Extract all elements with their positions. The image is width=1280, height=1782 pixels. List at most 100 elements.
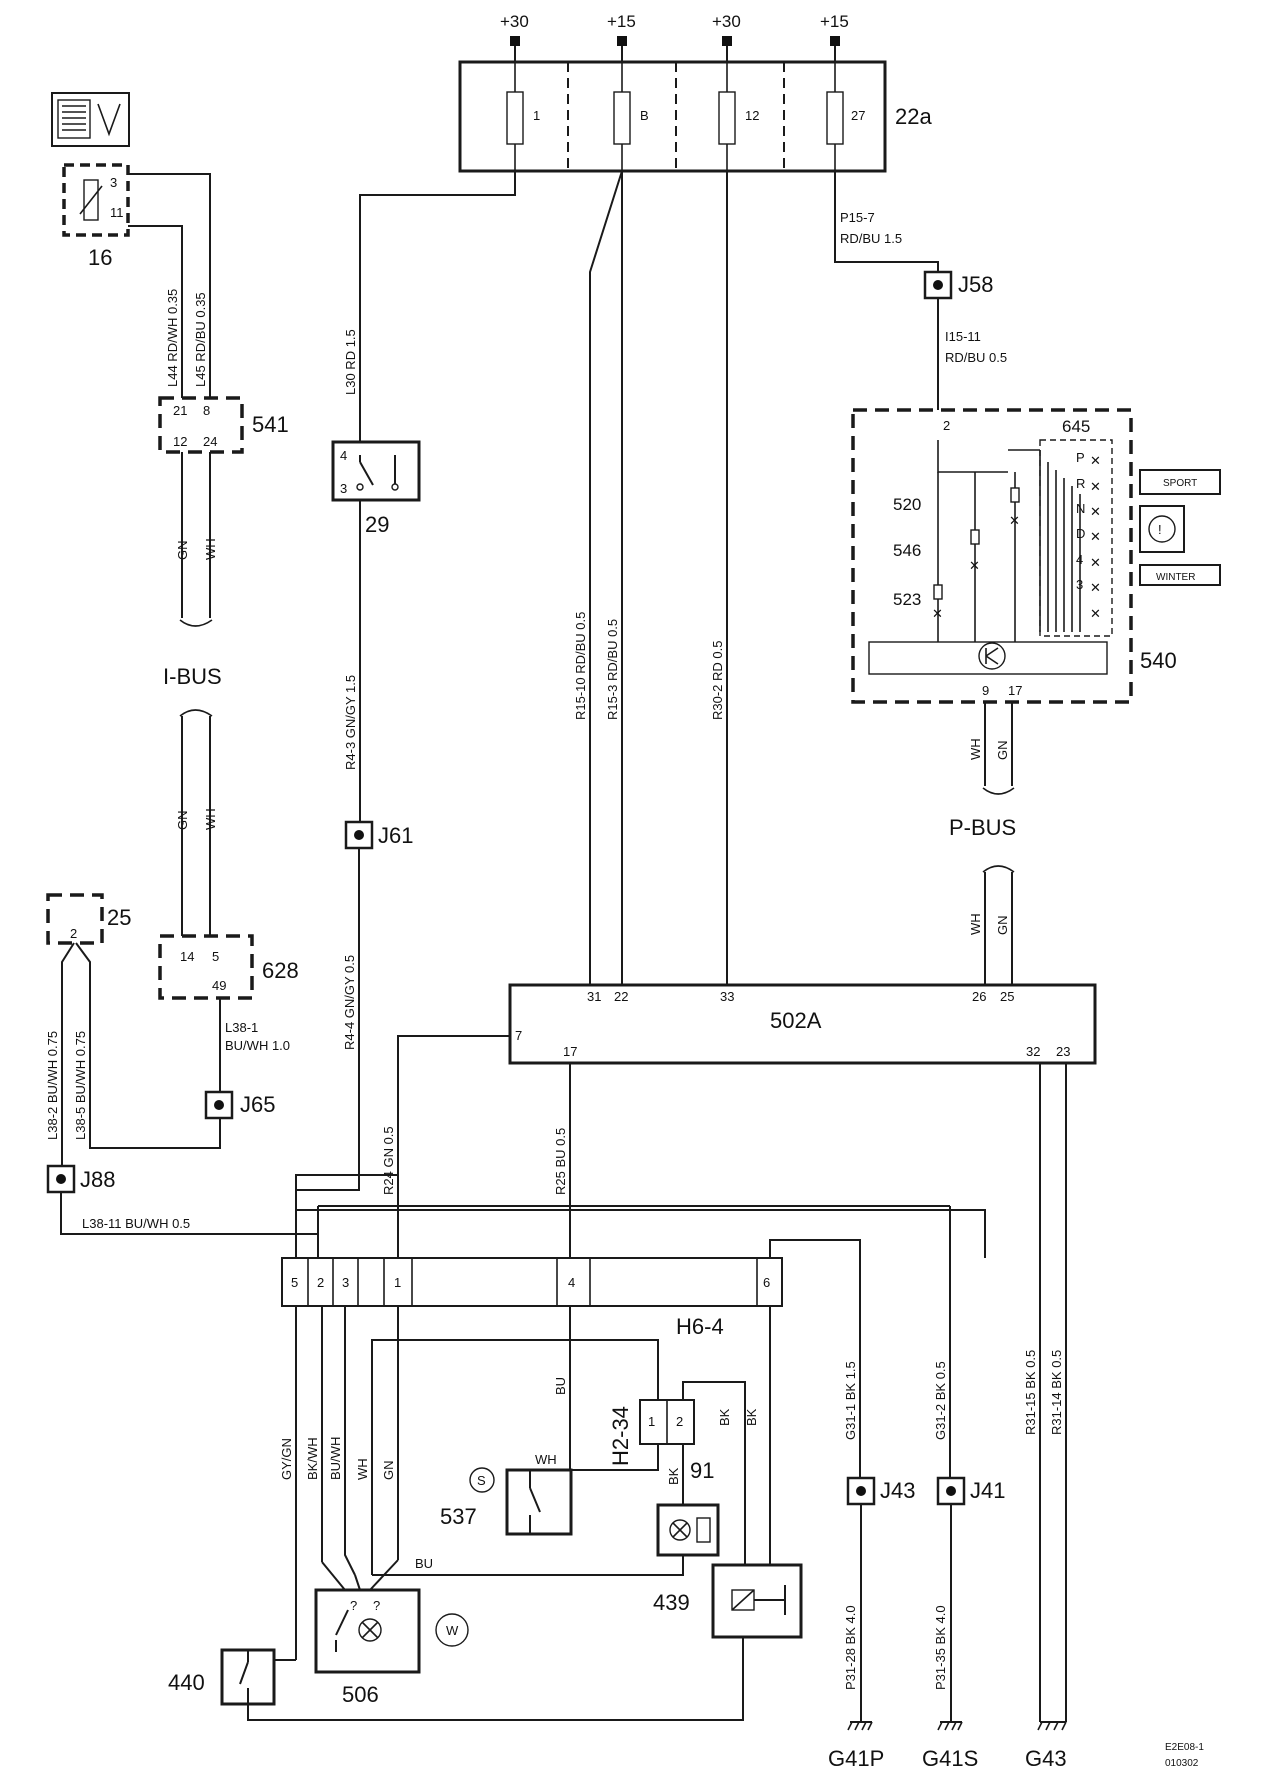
svg-text:25: 25 (1000, 989, 1014, 1004)
selector-icon (1139, 505, 1185, 553)
svg-text:WH: WH (968, 913, 983, 935)
supply-label: +30 (712, 12, 741, 31)
label-537: 537 (440, 1504, 477, 1529)
svg-text:RD/BU 0.5: RD/BU 0.5 (945, 350, 1007, 365)
svg-text:7: 7 (515, 1028, 522, 1043)
switch-29: 4 3 29 (331, 440, 421, 537)
svg-text:26: 26 (972, 989, 986, 1004)
svg-text:R4-4 GN/GY 0.5: R4-4 GN/GY 0.5 (342, 955, 357, 1050)
svg-text:J43: J43 (880, 1478, 915, 1503)
svg-text:J58: J58 (958, 272, 993, 297)
svg-text:J41: J41 (970, 1478, 1005, 1503)
svg-text:✕: ✕ (932, 606, 943, 621)
svg-text:S: S (477, 1473, 486, 1488)
svg-text:BU/WH 1.0: BU/WH 1.0 (225, 1038, 290, 1053)
svg-text:24: 24 (203, 434, 217, 449)
svg-text:W: W (446, 1623, 459, 1638)
module-502a: 31 22 33 26 25 502A 7 17 32 23 (508, 983, 1097, 1065)
ground-g43: G43 (1025, 1746, 1067, 1771)
svg-text:1: 1 (394, 1275, 401, 1290)
supply-terminal (830, 36, 840, 46)
supply-label: +15 (820, 12, 849, 31)
switch-440: 440 (168, 1648, 276, 1706)
svg-text:4: 4 (1076, 552, 1083, 567)
svg-text:BK: BK (666, 1467, 681, 1485)
svg-text:P: P (1076, 450, 1085, 465)
component-25: 2 25 (46, 893, 131, 945)
svg-text:49: 49 (212, 978, 226, 993)
svg-text:L44 RD/WH 0.35: L44 RD/WH 0.35 (165, 289, 180, 387)
svg-text:546: 546 (893, 541, 921, 560)
connector-628: 14 5 49 628 (158, 934, 299, 1000)
svg-text:✕: ✕ (1009, 513, 1020, 528)
svg-text:5: 5 (212, 949, 219, 964)
fuse-label: B (640, 108, 649, 123)
supply-terminal (617, 36, 627, 46)
svg-text:WINTER: WINTER (1156, 572, 1195, 583)
svg-text:2: 2 (676, 1414, 683, 1429)
relay-439: 439 (653, 1563, 803, 1639)
label-440: 440 (168, 1670, 205, 1695)
svg-text:I15-11: I15-11 (945, 329, 981, 344)
svg-text:L38-5 BU/WH 0.75: L38-5 BU/WH 0.75 (73, 1031, 88, 1140)
label-541: 541 (252, 412, 289, 437)
connector-541: 21 8 12 24 541 (158, 396, 289, 454)
svg-text:3: 3 (110, 175, 117, 190)
label-91: 91 (690, 1458, 714, 1483)
svg-text:33: 33 (720, 989, 734, 1004)
p-bus-label: P-BUS (949, 815, 1016, 840)
svg-text:BK/WH: BK/WH (305, 1437, 320, 1480)
svg-text:17: 17 (563, 1044, 577, 1059)
fuse-symbol (826, 91, 844, 145)
svg-text:12: 12 (173, 434, 187, 449)
svg-text:1: 1 (648, 1414, 655, 1429)
fuse-symbol (506, 91, 524, 145)
svg-text:BU: BU (553, 1377, 568, 1395)
drawing-id: E2E08-1 (1165, 1742, 1204, 1753)
svg-text:4: 4 (568, 1275, 575, 1290)
svg-text:J65: J65 (240, 1092, 275, 1117)
svg-text:✕: ✕ (1090, 555, 1101, 570)
supply-terminal (510, 36, 520, 46)
fuse-label: 1 (533, 108, 540, 123)
svg-text:P31-28 BK 4.0: P31-28 BK 4.0 (843, 1605, 858, 1690)
label-506: 506 (342, 1682, 379, 1707)
drawing-date: 010302 (1165, 1758, 1199, 1769)
fusebox-id: 22a (895, 104, 932, 129)
svg-text:SPORT: SPORT (1163, 478, 1197, 489)
ground-symbol (937, 1721, 963, 1731)
svg-text:WH: WH (535, 1452, 557, 1467)
svg-text:✕: ✕ (969, 558, 980, 573)
svg-text:3: 3 (342, 1275, 349, 1290)
supply-label: +15 (607, 12, 636, 31)
svg-text:✕: ✕ (1090, 504, 1101, 519)
svg-text:3: 3 (1076, 577, 1083, 592)
svg-text:G31-1 BK 1.5: G31-1 BK 1.5 (843, 1361, 858, 1440)
svg-text:R30-2 RD 0.5: R30-2 RD 0.5 (710, 641, 725, 720)
label-29: 29 (365, 512, 389, 537)
svg-text:GN: GN (995, 741, 1010, 761)
label-h6-4: H6-4 (676, 1314, 724, 1339)
svg-text:3: 3 (340, 481, 347, 496)
svg-text:R24 GN 0.5: R24 GN 0.5 (381, 1126, 396, 1195)
svg-text:523: 523 (893, 590, 921, 609)
supply-label: +30 (500, 12, 529, 31)
switch-506: ? ? W 506 (314, 1588, 469, 1707)
svg-text:✕: ✕ (1090, 606, 1101, 621)
svg-text:6: 6 (763, 1275, 770, 1290)
svg-text:R31-14 BK 0.5: R31-14 BK 0.5 (1049, 1350, 1064, 1435)
svg-text:R15-3 RD/BU 0.5: R15-3 RD/BU 0.5 (605, 619, 620, 720)
supply-terminal (722, 36, 732, 46)
label-628: 628 (262, 958, 299, 983)
svg-text:23: 23 (1056, 1044, 1070, 1059)
svg-text:14: 14 (180, 949, 194, 964)
switch-537: S 537 (440, 1467, 573, 1536)
svg-text:BU/WH: BU/WH (328, 1437, 343, 1480)
connector-h6-4: 5 2 3 1 4 6 H6-4 (281, 1257, 783, 1339)
svg-text:✕: ✕ (1090, 529, 1101, 544)
svg-text:D: D (1076, 526, 1085, 541)
svg-text:WH: WH (355, 1458, 370, 1480)
fuse-symbol (718, 91, 736, 145)
label-439: 439 (653, 1590, 690, 1615)
